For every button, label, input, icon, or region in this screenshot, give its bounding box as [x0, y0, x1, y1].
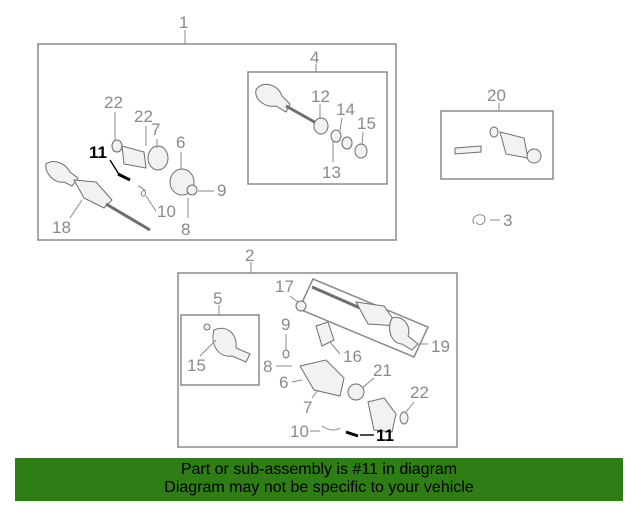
callout-8: 8 — [181, 220, 190, 239]
drive-shaft — [45, 161, 151, 232]
banner-line-1: Part or sub-assembly is #11 in diagram — [180, 461, 458, 478]
inner-joint-box — [247, 71, 388, 185]
callout-9: 9 — [281, 315, 290, 334]
callout-15: 15 — [187, 356, 206, 375]
callout-16: 16 — [343, 347, 362, 366]
callout-7: 7 — [151, 120, 160, 139]
callout-11-highlighted: 11 — [376, 426, 394, 445]
info-banner: Part or sub-assembly is #11 in diagram D… — [15, 458, 623, 501]
boot-kit-box — [440, 110, 554, 180]
lower-assembly-box — [177, 272, 458, 448]
upper-boot-parts — [111, 139, 198, 197]
callout-21: 21 — [373, 361, 392, 380]
callout-8: 8 — [263, 357, 272, 376]
callout-4: 4 — [310, 48, 319, 67]
callout-11-highlighted: 11 — [89, 143, 107, 162]
boot-kit — [454, 126, 542, 164]
callout-1: 1 — [179, 13, 188, 32]
callout-10: 10 — [157, 202, 176, 221]
callout-18: 18 — [52, 218, 71, 237]
callout-6: 6 — [176, 133, 185, 152]
lower-boot-parts — [282, 300, 409, 433]
callout-9: 9 — [217, 181, 226, 200]
banner-line-2: Diagram may not be specific to your vehi… — [164, 479, 474, 496]
callout-19: 19 — [431, 337, 450, 356]
callout-17: 17 — [275, 277, 294, 296]
callout-22: 22 — [134, 107, 153, 126]
part-11-clamp — [345, 430, 359, 438]
clip-3 — [472, 214, 486, 225]
callout-2: 2 — [245, 246, 254, 265]
callout-14: 14 — [336, 100, 355, 119]
callout-5: 5 — [213, 289, 222, 308]
drive-shaft-19 — [311, 285, 419, 351]
callout-22: 22 — [410, 383, 429, 402]
callout-22: 22 — [104, 93, 123, 112]
callout-6: 6 — [279, 373, 288, 392]
callout-10: 10 — [290, 422, 309, 441]
callout-15: 15 — [357, 114, 376, 133]
callout-20: 20 — [487, 86, 506, 105]
outer-joint-box — [180, 314, 260, 386]
inner-joint-assembly — [255, 83, 368, 159]
outer-joint — [203, 323, 251, 363]
callout-13: 13 — [322, 163, 341, 182]
callout-7: 7 — [303, 398, 312, 417]
callout-3: 3 — [503, 211, 512, 230]
shaft-19-box — [297, 278, 430, 358]
callout-12: 12 — [311, 87, 330, 106]
part-11-clamp — [117, 172, 131, 182]
upper-assembly-box — [37, 43, 397, 241]
